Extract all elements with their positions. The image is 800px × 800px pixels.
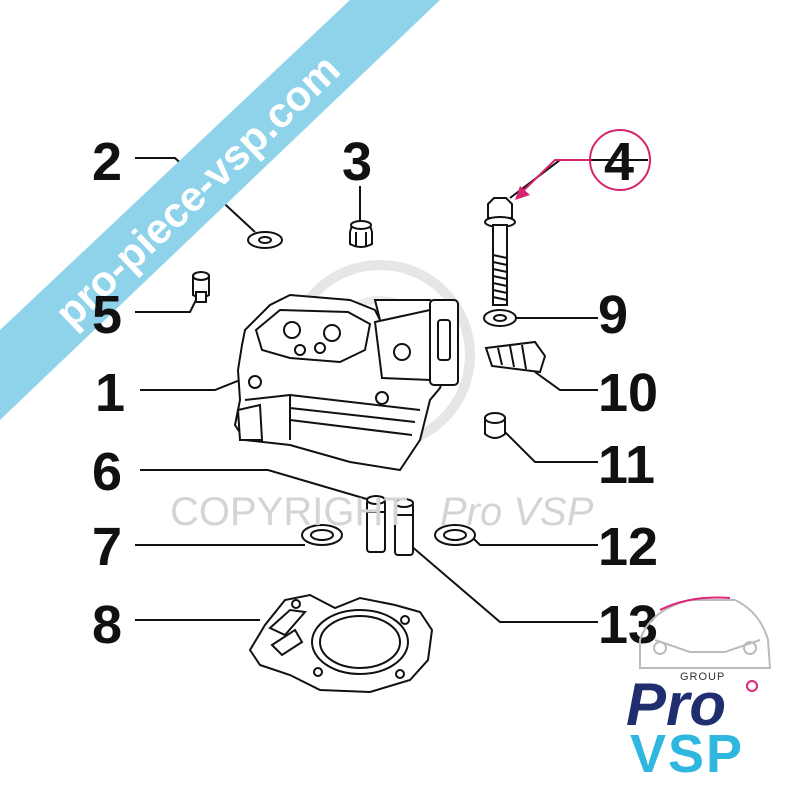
part-pad-10 bbox=[484, 340, 547, 374]
callout-4: 4 bbox=[604, 132, 634, 192]
callout-1: 1 bbox=[95, 363, 125, 423]
callout-3: 3 bbox=[342, 132, 372, 192]
copyright-watermark: COPYRIGHT Pro VSP bbox=[170, 490, 594, 534]
part-seal-7 bbox=[301, 524, 343, 546]
watermark-brand: Pro VSP bbox=[440, 490, 594, 534]
callout-9: 9 bbox=[598, 285, 628, 345]
logo-group-text: GROUP bbox=[680, 671, 725, 683]
part-seal-12 bbox=[434, 524, 476, 546]
logo-accent-dot bbox=[746, 680, 758, 692]
watermark-copyright: COPYRIGHT bbox=[170, 490, 408, 534]
callout-numbers: 2 3 4 5 9 1 10 6 11 7 12 8 13 bbox=[92, 129, 658, 655]
part-washer-9 bbox=[483, 309, 517, 327]
part-valve-guide-13 bbox=[394, 498, 414, 556]
highlight-arrow bbox=[515, 159, 590, 200]
banner-strip bbox=[0, 0, 440, 420]
part-bolt-4 bbox=[484, 197, 516, 306]
logo-vsp-text: VSP bbox=[630, 724, 744, 784]
part-valve-guide-6 bbox=[366, 495, 386, 553]
callout-6: 6 bbox=[92, 442, 122, 502]
part-cylinder-head-1 bbox=[233, 293, 459, 472]
part-sleeve-11 bbox=[484, 412, 506, 439]
callout-10: 10 bbox=[598, 363, 658, 423]
callout-2: 2 bbox=[92, 132, 122, 192]
callout-7: 7 bbox=[92, 517, 122, 577]
callout-11: 11 bbox=[598, 435, 655, 495]
callout-8: 8 bbox=[92, 595, 122, 655]
part-washer-2 bbox=[247, 231, 283, 249]
part-gasket-8 bbox=[248, 593, 434, 694]
part-plug-3 bbox=[349, 220, 373, 248]
part-screw-5 bbox=[192, 271, 210, 303]
callout-12: 12 bbox=[598, 517, 658, 577]
provsp-logo: GROUP Pro VSP bbox=[626, 596, 772, 784]
car-outline-icon bbox=[639, 596, 772, 669]
callout-5: 5 bbox=[92, 285, 122, 345]
callout-13: 13 bbox=[598, 595, 658, 655]
logo-pro-text: Pro bbox=[626, 671, 726, 738]
